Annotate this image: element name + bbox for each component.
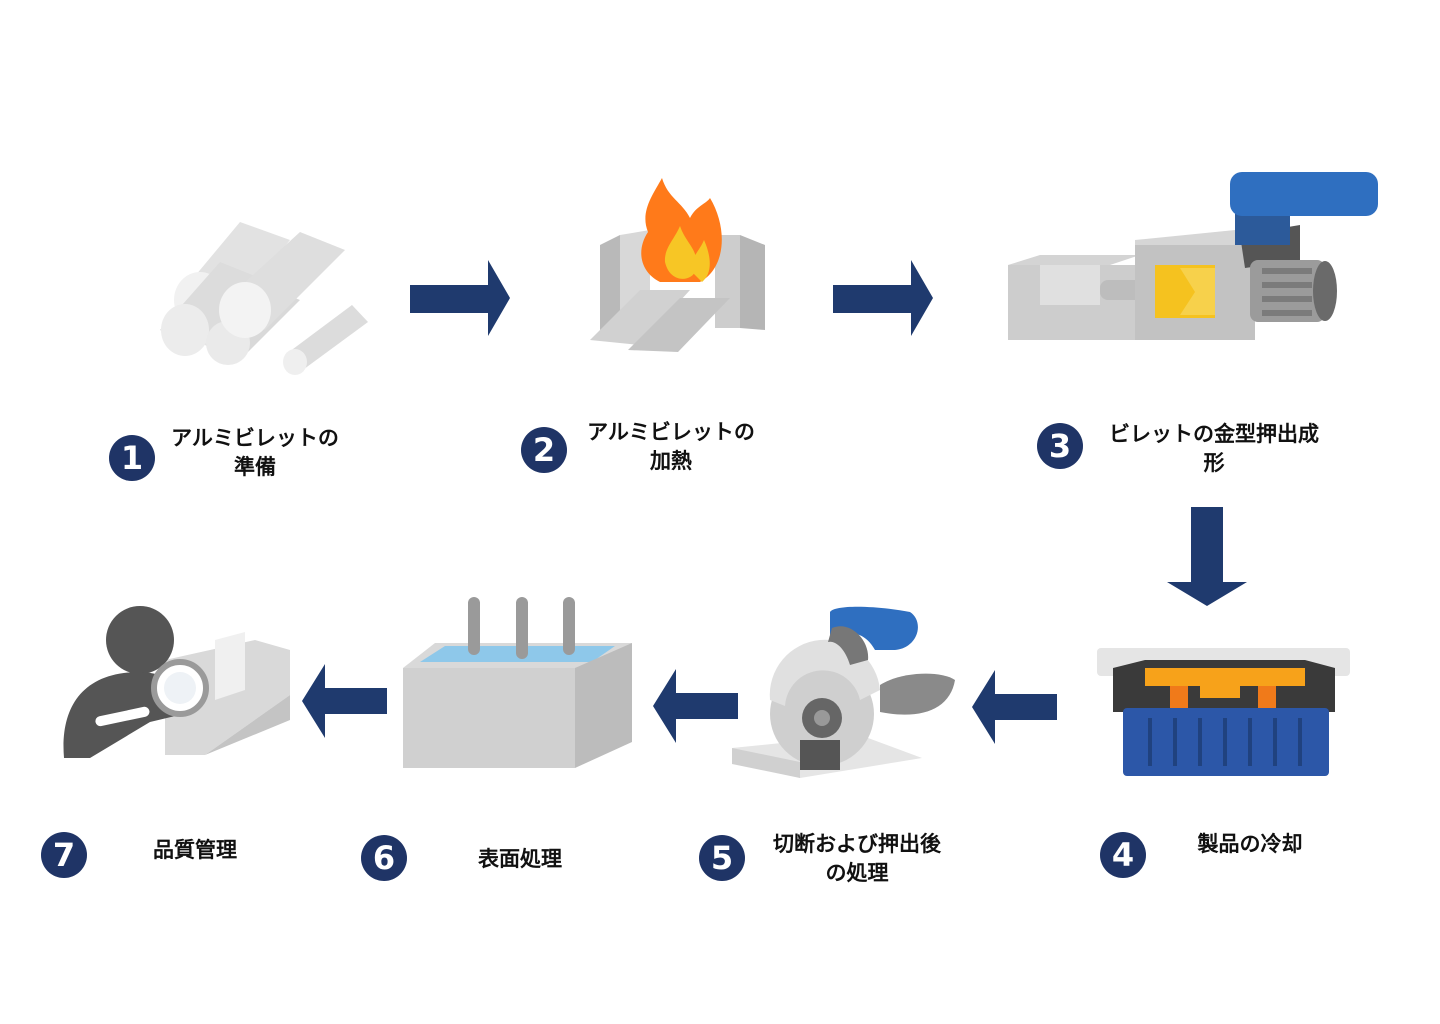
cutting-saw-icon [732, 606, 955, 778]
arrow-left-3 [302, 664, 387, 738]
extrusion-press-icon [1008, 172, 1378, 340]
step-number-badge: 1 [109, 435, 155, 481]
arrow-right-2 [833, 260, 933, 336]
step-number-badge: 7 [41, 832, 87, 878]
step-label: アルミビレットの 加熱 [587, 420, 755, 473]
step-number-badge: 4 [1100, 832, 1146, 878]
surface-treatment-tank-icon [403, 597, 632, 768]
step-label: アルミビレットの 準備 [171, 426, 339, 479]
step-number-badge: 6 [361, 835, 407, 881]
aluminum-billets-icon [160, 222, 368, 375]
step-number-badge: 5 [699, 835, 745, 881]
arrow-left-1 [972, 670, 1057, 744]
cooling-table-icon [1097, 648, 1350, 776]
quality-inspection-icon [63, 606, 290, 758]
step-label: 製品の冷却 [1197, 832, 1303, 856]
step-label: 切断および押出後 の処理 [773, 832, 941, 885]
step-number-badge: 2 [521, 427, 567, 473]
step-label: 品質管理 [153, 838, 237, 862]
step-number-badge: 3 [1037, 423, 1083, 469]
arrow-left-2 [653, 669, 738, 743]
heating-furnace-icon [590, 178, 765, 352]
step-label: 表面処理 [478, 847, 562, 871]
arrow-down [1167, 507, 1247, 606]
step-label: ビレットの金型押出成 形 [1109, 422, 1319, 475]
arrow-right-1 [410, 260, 510, 336]
